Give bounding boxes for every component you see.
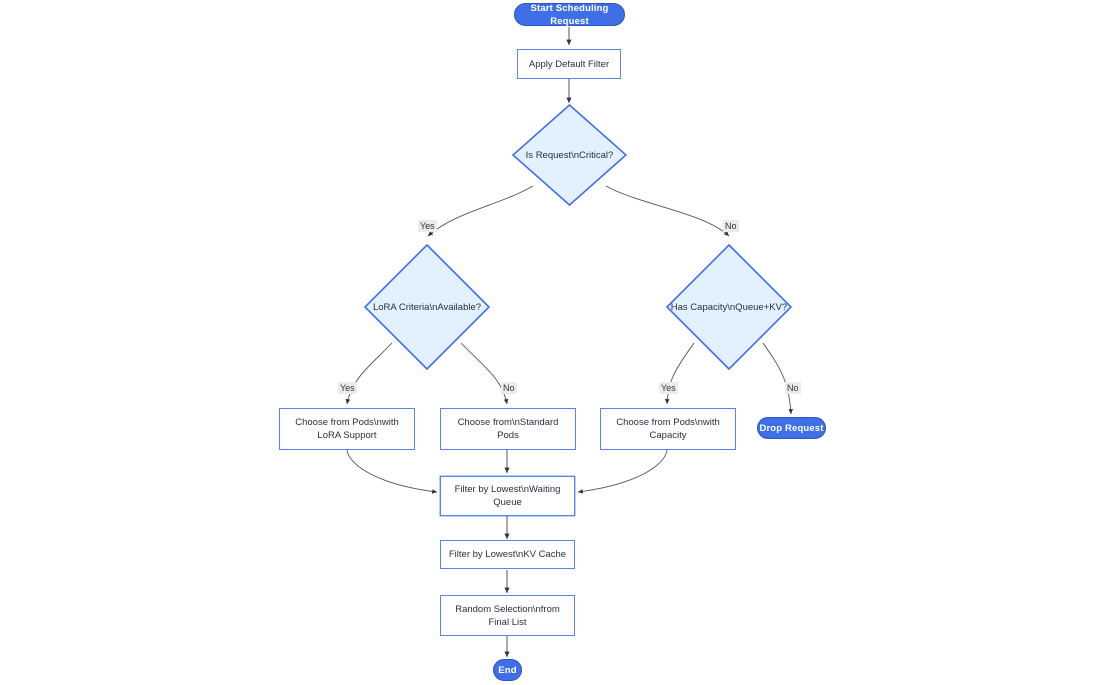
- node-filter-lowest-waiting-queue-line1: Filter by Lowest\nWaiting: [454, 484, 561, 495]
- edge-label-capacity-no: No: [785, 382, 801, 394]
- node-random-selection-final-list-line2: Final List: [488, 616, 527, 628]
- node-end-label: End: [498, 664, 517, 676]
- node-choose-standard-pods-line1: Choose from\nStandard: [457, 417, 559, 428]
- is-request-critical-diamond-shape: [512, 104, 627, 206]
- node-choose-pods-lora-support-label: Choose from Pods\nwith LoRA Support: [295, 416, 399, 442]
- node-drop-request-label: Drop Request: [759, 422, 824, 434]
- node-choose-pods-capacity[interactable]: Choose from Pods\nwith Capacity: [600, 408, 736, 450]
- node-choose-pods-capacity-line1: Choose from Pods\nwith: [616, 417, 720, 428]
- node-choose-pods-lora-support[interactable]: Choose from Pods\nwith LoRA Support: [279, 408, 415, 450]
- node-drop-request[interactable]: Drop Request: [757, 417, 826, 439]
- edge-pods-capacity-to-filter-queue: [577, 449, 668, 494]
- edge-label-lora-yes: Yes: [338, 382, 357, 394]
- node-random-selection-final-list-label: Random Selection\nfrom Final List: [455, 603, 560, 629]
- edge-label-capacity-yes-text: Yes: [661, 383, 676, 393]
- node-random-selection-final-list[interactable]: Random Selection\nfrom Final List: [440, 595, 575, 636]
- edge-label-capacity-yes: Yes: [659, 382, 678, 394]
- node-lora-criteria-available-label: LoRA Criteria\nAvailable?: [372, 301, 482, 313]
- node-filter-lowest-waiting-queue-label: Filter by Lowest\nWaiting Queue: [455, 483, 561, 509]
- node-has-capacity[interactable]: Has Capacity\nQueue+KV?: [666, 244, 792, 370]
- node-is-request-critical[interactable]: Is Request\nCritical?: [512, 104, 627, 206]
- node-end[interactable]: End: [493, 659, 522, 681]
- edge-label-critical-yes-text: Yes: [420, 221, 435, 231]
- node-choose-standard-pods[interactable]: Choose from\nStandard Pods: [440, 408, 576, 450]
- edge-label-critical-no-text: No: [725, 221, 737, 231]
- node-filter-lowest-kv-cache[interactable]: Filter by Lowest\nKV Cache: [440, 540, 575, 569]
- edge-label-capacity-no-text: No: [787, 383, 799, 393]
- has-capacity-diamond-shape: [666, 244, 792, 370]
- edge-label-lora-no: No: [501, 382, 517, 394]
- node-apply-default-filter-label: Apply Default Filter: [528, 58, 610, 70]
- node-choose-pods-lora-support-line1: Choose from Pods\nwith: [295, 417, 399, 428]
- node-lora-criteria-available[interactable]: LoRA Criteria\nAvailable?: [364, 244, 490, 370]
- node-random-selection-final-list-line1: Random Selection\nfrom: [455, 603, 560, 615]
- node-choose-pods-capacity-line2: Capacity: [649, 430, 687, 441]
- node-apply-default-filter[interactable]: Apply Default Filter: [517, 49, 621, 79]
- node-filter-lowest-waiting-queue[interactable]: Filter by Lowest\nWaiting Queue: [440, 476, 575, 516]
- edge-label-critical-no: No: [723, 220, 739, 232]
- node-filter-lowest-kv-cache-label: Filter by Lowest\nKV Cache: [448, 549, 567, 560]
- node-choose-pods-lora-support-line2: LoRA Support: [317, 430, 377, 441]
- node-is-request-critical-label: Is Request\nCritical?: [525, 149, 614, 161]
- node-start-label: Start Scheduling Request: [530, 2, 609, 27]
- node-choose-standard-pods-label: Choose from\nStandard Pods: [458, 416, 559, 442]
- edge-label-lora-no-text: No: [503, 383, 515, 393]
- lora-criteria-diamond-shape: [364, 244, 490, 370]
- node-start[interactable]: Start Scheduling Request: [514, 2, 625, 27]
- edge-label-critical-yes: Yes: [418, 220, 437, 232]
- edge-pods-lora-to-filter-queue: [346, 449, 438, 494]
- node-choose-pods-capacity-label: Choose from Pods\nwith Capacity: [616, 416, 720, 442]
- edge-label-lora-yes-text: Yes: [340, 383, 355, 393]
- node-has-capacity-label: Has Capacity\nQueue+KV?: [670, 301, 788, 313]
- node-choose-standard-pods-line2: Pods: [497, 430, 519, 441]
- node-filter-lowest-waiting-queue-line2: Queue: [493, 497, 522, 508]
